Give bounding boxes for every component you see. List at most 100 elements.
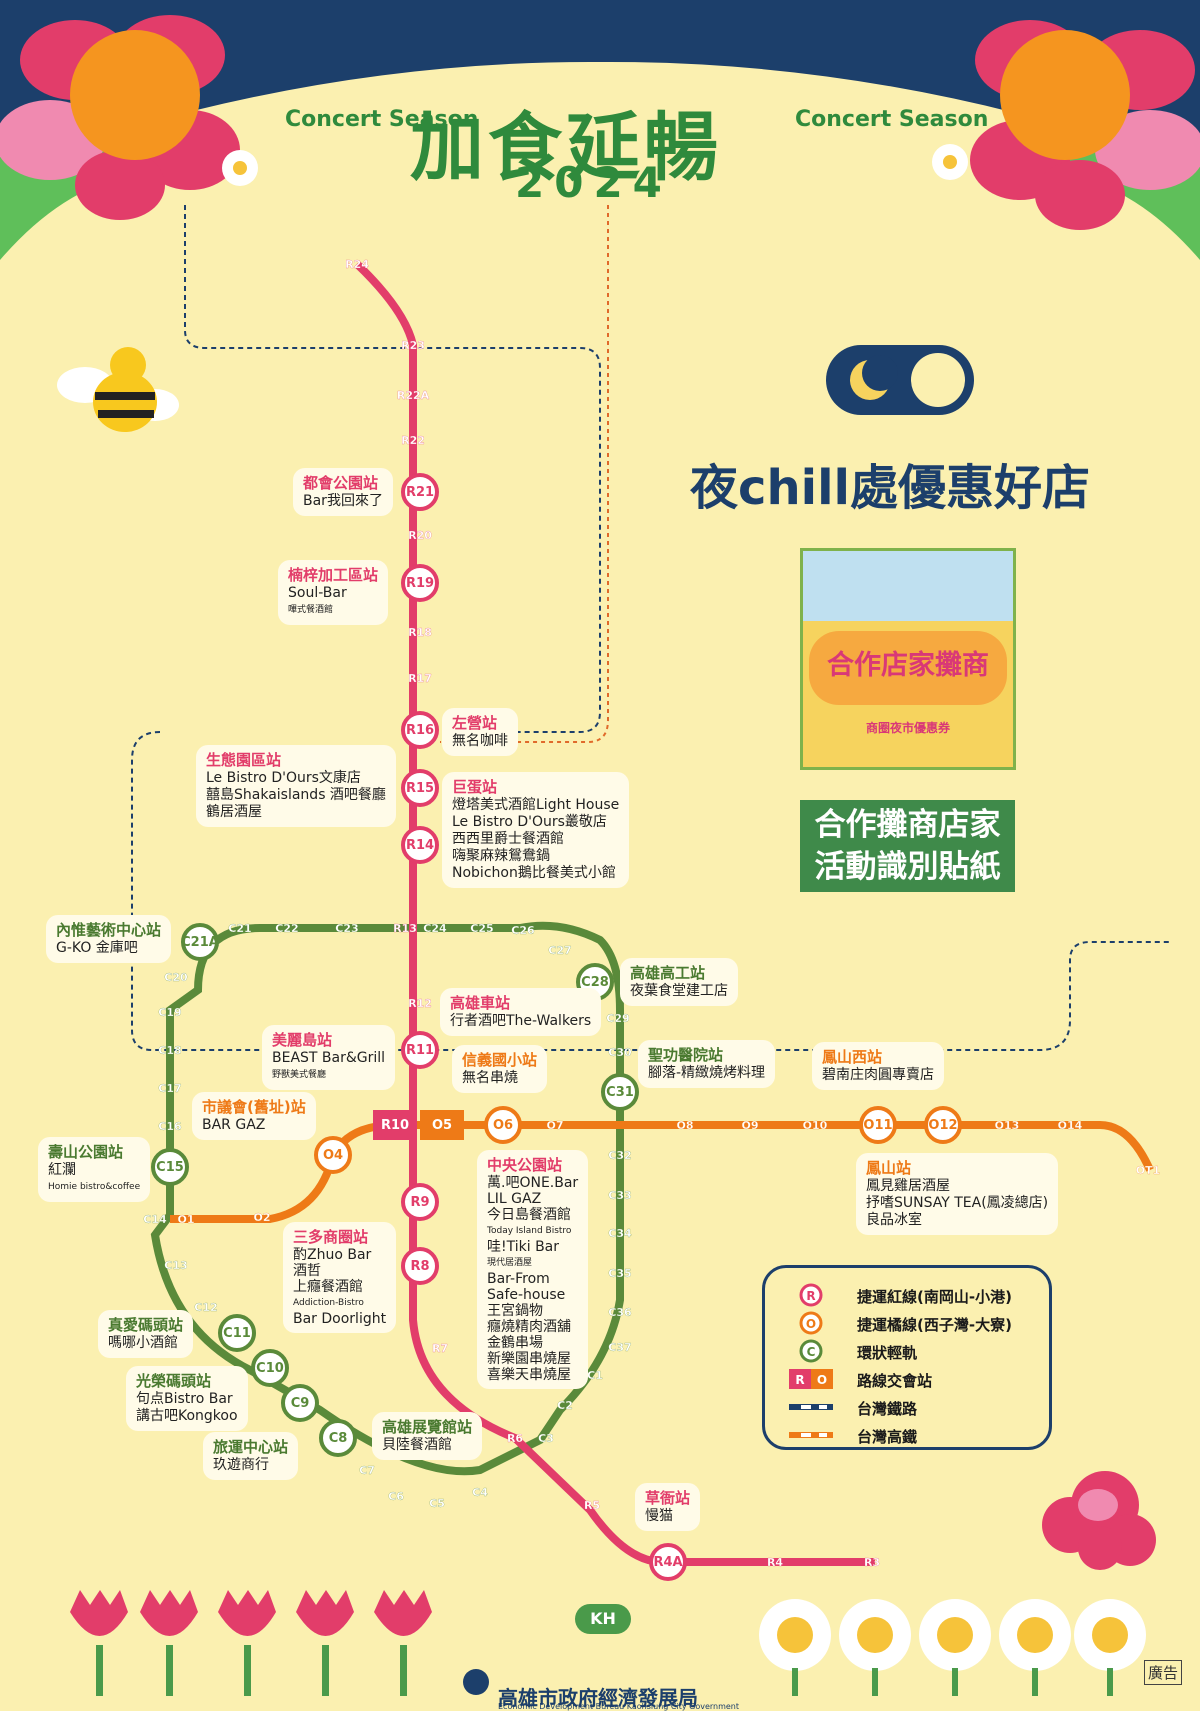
station-code: C21A	[181, 935, 219, 950]
label-r15: 生態園區站 Le Bistro D'Ours文康店 囍島Shakaislands…	[196, 745, 396, 827]
station-r14: R14	[401, 826, 439, 864]
station-r16: R16	[401, 711, 439, 749]
station-r15: R15	[401, 769, 439, 807]
sticker-subtitle: 商圈夜市優惠券	[865, 721, 950, 735]
station-o13: O13	[995, 1119, 1020, 1132]
station-code: C5	[429, 1497, 445, 1510]
station-code: C13	[164, 1259, 187, 1272]
station-r22: R22	[401, 434, 425, 447]
station-c16: C16	[158, 1120, 182, 1133]
svg-text:C: C	[807, 1345, 816, 1359]
station-name: 都會公園站	[303, 474, 379, 492]
legend-label: 台灣鐵路	[857, 1400, 918, 1418]
station-code: O14	[1058, 1119, 1083, 1132]
station-r7: R7	[432, 1342, 448, 1355]
sticker-image: 合作店家攤商 商圈夜市優惠券	[800, 548, 1016, 770]
station-code: R4	[767, 1556, 783, 1569]
shop-name: Bar Doorlight	[293, 1311, 387, 1327]
station-code: R5	[584, 1499, 600, 1512]
station-c5: C5	[429, 1497, 445, 1510]
legend-circular-marker-icon: C	[799, 1339, 823, 1363]
label-r14: 巨蛋站 燈塔美式酒館Light House Le Bistro D'Ours叢敬…	[442, 772, 630, 888]
station-ot1: OT1	[1136, 1164, 1161, 1177]
station-code: C8	[329, 1431, 348, 1446]
station-r18: R18	[408, 626, 432, 639]
station-code: C34	[608, 1227, 632, 1240]
label-r9: 中央公園站 萬.吧ONE.Bar LIL GAZ 今日島餐酒館 Today Is…	[477, 1150, 589, 1389]
station-c25: C25	[470, 922, 494, 935]
city-emblem-icon	[463, 1669, 489, 1695]
station-name: 楠梓加工區站	[288, 566, 379, 584]
station-code: C18	[158, 1044, 181, 1057]
station-name: 光榮碼頭站	[136, 1372, 212, 1390]
station-c22: C22	[275, 922, 299, 935]
shop-name: Bar我回來了	[303, 493, 383, 509]
station-name: 左營站	[452, 714, 498, 732]
label-r11: 美麗島站 BEAST Bar&Grill 野獸美式餐廳	[262, 1025, 396, 1090]
station-r5: R5	[584, 1499, 600, 1512]
station-c13: C13	[164, 1259, 188, 1272]
station-code: C28	[581, 975, 609, 990]
station-code: R8	[410, 1259, 429, 1274]
shop-name: 紅瀾	[48, 1162, 76, 1178]
label-c10: 光榮碼頭站 句点Bistro Bar 講古吧Kongkoo	[126, 1366, 248, 1431]
promo-headline: 夜chill處優惠好店	[690, 460, 1090, 516]
station-code: O1	[177, 1213, 194, 1226]
concert-season-left: Concert Season	[285, 107, 479, 132]
bee-icon	[57, 347, 179, 432]
station-code: O11	[863, 1118, 892, 1133]
station-code: O9	[741, 1119, 758, 1132]
station-name: 高雄展覽館站	[382, 1418, 473, 1436]
station-code: C10	[256, 1361, 284, 1376]
label-o12: 鳳山站 鳳見雞居酒屋 抒嗜SUNSAY TEA(鳳凌總店) 良品冰室	[856, 1153, 1059, 1235]
shop-name: 新樂園串燒屋	[487, 1351, 571, 1367]
station-code: R9	[410, 1195, 429, 1210]
station-c15: C15	[151, 1148, 189, 1186]
label-r12: 高雄車站 行者酒吧The-Walkers	[440, 988, 602, 1036]
shop-name: BEAST Bar&Grill	[272, 1050, 386, 1066]
label-r4a: 草衙站 慢猫	[635, 1483, 701, 1531]
hsr-line	[440, 205, 609, 743]
station-code: C26	[511, 924, 535, 937]
station-name: 旅運中心站	[213, 1438, 289, 1456]
station-name: 市議會(舊址)站	[202, 1098, 306, 1116]
station-c19: C19	[158, 1006, 182, 1019]
station-o11: O11	[859, 1106, 897, 1144]
shop-name: 王宮鍋物	[487, 1303, 543, 1319]
shop-name: 碧南庄肉圓專賣店	[822, 1067, 934, 1083]
label-o4: 市議會(舊址)站 BAR GAZ	[192, 1092, 316, 1140]
shop-name: 金鶴串場	[487, 1335, 543, 1351]
legend-label: 台灣高鐵	[857, 1428, 918, 1446]
svg-text:R: R	[795, 1373, 804, 1387]
tulip-row-icon	[70, 1590, 432, 1696]
station-c18: C18	[158, 1044, 182, 1057]
station-code: R6	[507, 1432, 523, 1445]
station-r10: R10	[373, 1110, 417, 1140]
station-c30: C30	[608, 1046, 632, 1059]
station-code: R14	[406, 838, 434, 853]
station-code: C23	[335, 922, 358, 935]
station-code: C4	[472, 1486, 488, 1499]
circular-lrt-line	[150, 921, 624, 1476]
station-code: C6	[388, 1490, 404, 1503]
label-o6: 信義國小站 無名串燒	[452, 1045, 548, 1093]
shop-name: 萬.吧ONE.Bar	[487, 1175, 579, 1191]
shop-name: 囍島Shakaislands 酒吧餐廳	[206, 787, 386, 803]
station-code: O5	[432, 1118, 452, 1133]
station-code: C22	[275, 922, 298, 935]
label-c30: 聖功醫院站 腳落-精緻燒烤料理	[638, 1040, 776, 1088]
station-r13: R13	[393, 922, 417, 935]
station-code: C29	[606, 1012, 629, 1025]
sticker-caption-line1: 合作攤商店家	[814, 807, 1001, 843]
shop-name: 嗨聚麻辣鴛鴦鍋	[452, 848, 550, 864]
flower-right-icon	[970, 20, 1200, 230]
shop-name: Le Bistro D'Ours文康店	[206, 770, 361, 786]
station-code: O2	[253, 1211, 270, 1224]
kh-logo: KH	[575, 1604, 631, 1634]
shop-name: 上癮餐酒館	[293, 1279, 363, 1295]
station-code: R16	[406, 723, 434, 738]
svg-text:R: R	[806, 1289, 815, 1303]
legend-orange-marker-icon: O	[799, 1311, 823, 1335]
